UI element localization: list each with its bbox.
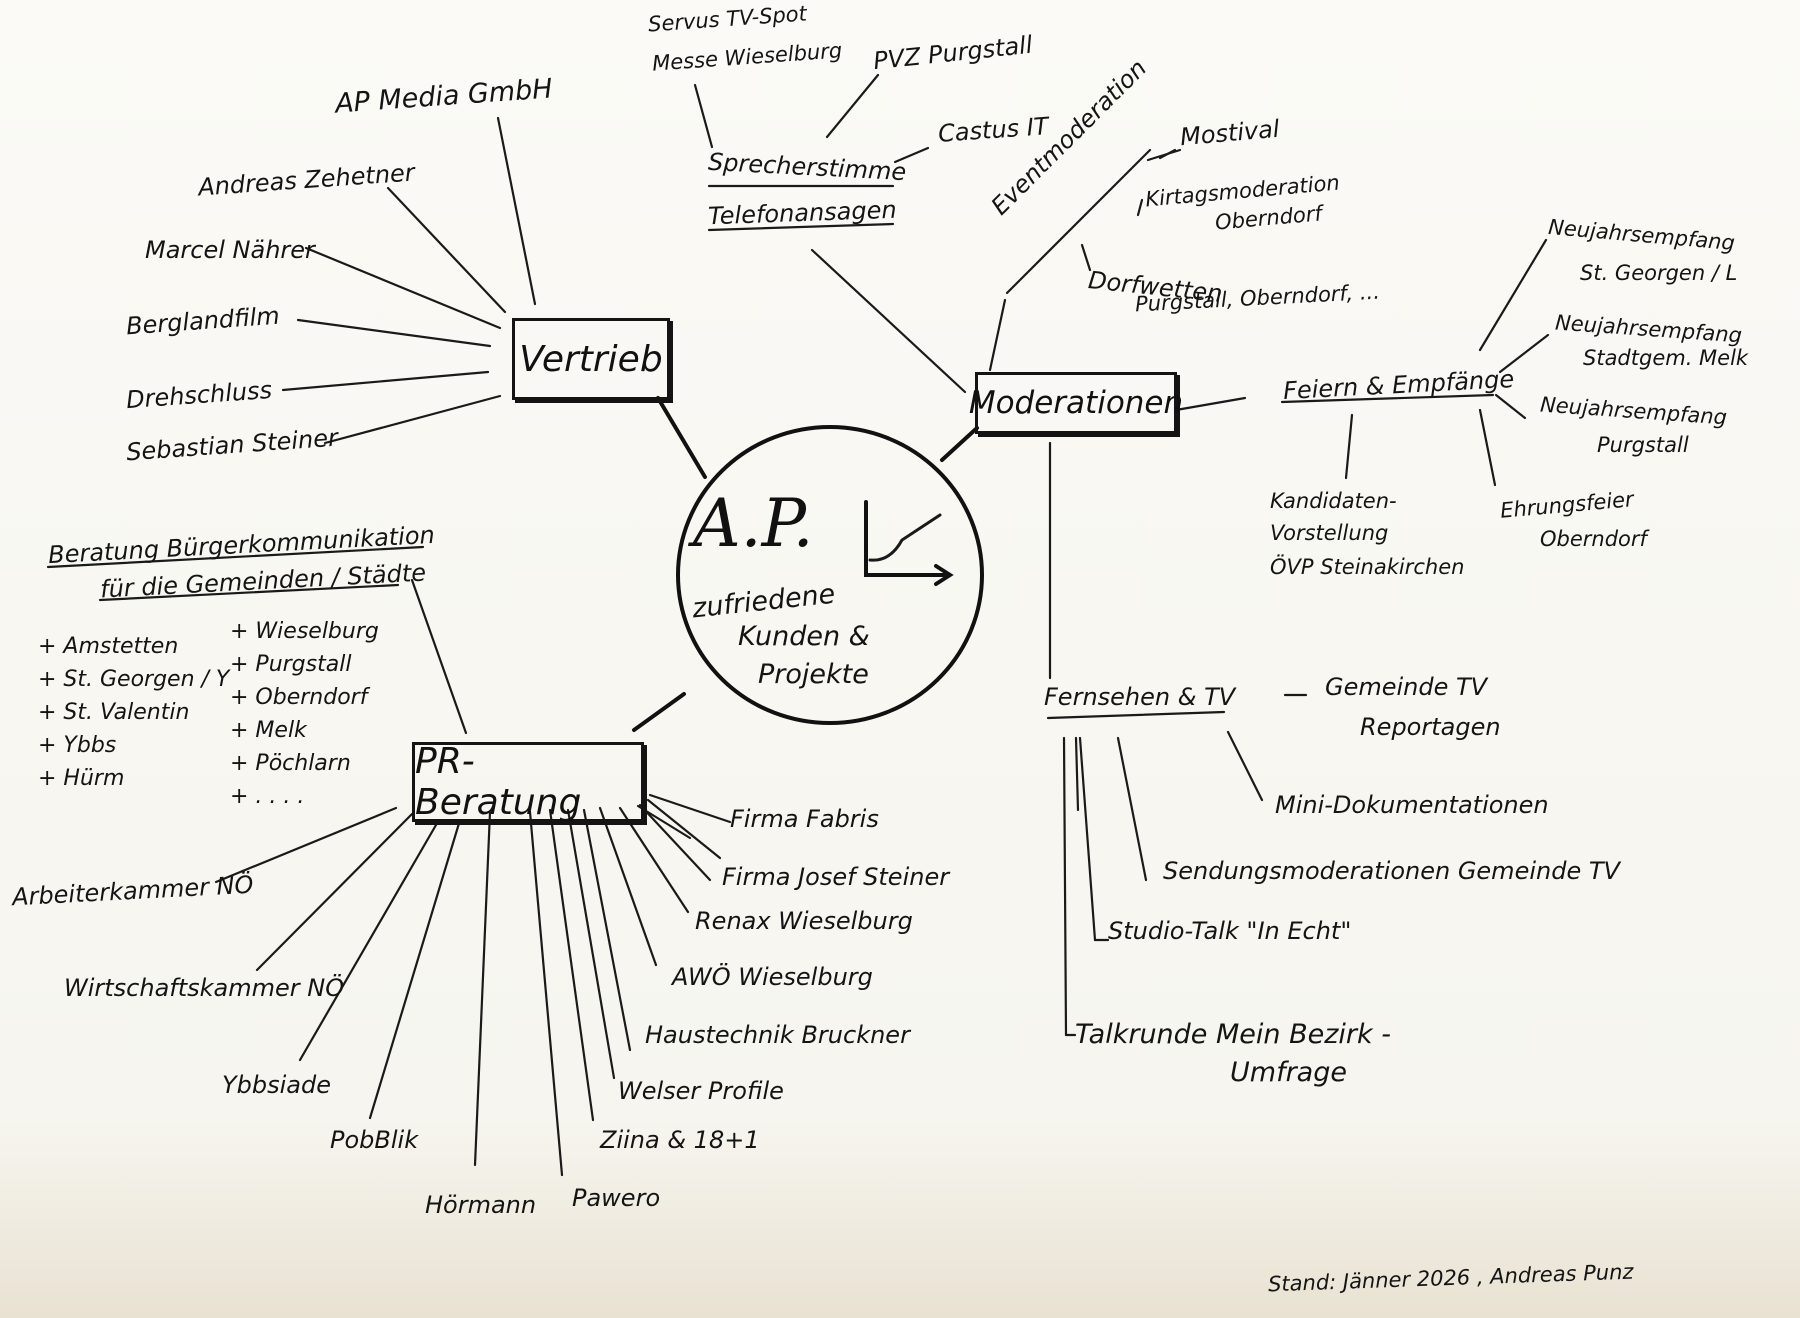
beratung-town: + Ybbs: [38, 733, 117, 758]
beratung-town: + . . . .: [230, 784, 305, 809]
beratung-town: + Pöchlarn: [230, 751, 351, 776]
center-title: A.P.: [693, 485, 814, 562]
pr-item: Wirtschaftskammer NÖ: [64, 974, 345, 1002]
fernsehen-item: Studio-Talk "In Echt": [1108, 917, 1352, 945]
fernsehen-item: Reportagen: [1360, 713, 1501, 741]
pr-item: Renax Wieselburg: [695, 907, 913, 935]
pr-item: Ybbsiade: [222, 1071, 332, 1099]
pr-item: Hörmann: [425, 1191, 537, 1219]
pr-item: Ziina & 18+1: [600, 1126, 760, 1154]
pr-item: Firma Josef Steiner: [722, 863, 950, 891]
pr-item: Pawero: [572, 1184, 661, 1212]
feiern-item: St. Georgen / L: [1580, 261, 1738, 285]
beratung-town: + Amstetten: [38, 634, 179, 659]
pr-item: PobBlik: [330, 1126, 419, 1154]
feiern-item: Vorstellung: [1270, 521, 1389, 545]
beratung-list-right: + Wieselburg + Purgstall + Oberndorf + M…: [230, 615, 379, 813]
line-hub-vertrieb: [656, 396, 707, 479]
beratung-list-left: + Amstetten + St. Georgen / Y + St. Vale…: [38, 630, 229, 795]
pr-item: Welser Profile: [618, 1077, 784, 1105]
feiern-item: ÖVP Steinakirchen: [1270, 555, 1465, 579]
fernsehen-item: Sendungsmoderationen Gemeinde TV: [1163, 857, 1620, 885]
beratung-town: + Oberndorf: [230, 685, 368, 710]
fernsehen-item: Umfrage: [1230, 1057, 1347, 1088]
beratung-town: + Wieselburg: [230, 619, 379, 644]
moderationen-node: Moderationen: [969, 372, 1183, 434]
feiern-item: Stadtgem. Melk: [1583, 346, 1749, 370]
center-line-3: Projekte: [758, 659, 869, 690]
beratung-town: + St. Georgen / Y: [38, 667, 230, 692]
beratung-town: + Melk: [230, 718, 307, 743]
feiern-item: Kandidaten-: [1270, 489, 1397, 513]
pr-item: AWÖ Wieselburg: [672, 963, 873, 991]
feiern-item: Purgstall: [1597, 433, 1689, 457]
feiern-item: Oberndorf: [1540, 527, 1647, 551]
fernsehen-heading: Fernsehen & TV: [1044, 683, 1236, 711]
center-line-2: Kunden &: [738, 621, 870, 652]
beratung-town: + St. Valentin: [38, 700, 190, 725]
vertrieb-item: Marcel Nährer: [145, 236, 315, 264]
line-hub-moderationen: [940, 426, 979, 462]
pr-item: Haustechnik Bruckner: [645, 1021, 910, 1049]
pr-beratung-node: PR-Beratung: [412, 741, 644, 823]
beratung-town: + Hürm: [38, 766, 125, 791]
beratung-town: + Purgstall: [230, 652, 352, 677]
center-circle: [676, 425, 984, 725]
growth-chart-icon: [864, 500, 954, 586]
fernsehen-item: Talkrunde Mein Bezirk -: [1075, 1019, 1391, 1050]
vertrieb-node: Vertrieb: [512, 318, 670, 400]
pr-item: Firma Fabris: [730, 805, 879, 833]
fernsehen-item: Mini-Dokumentationen: [1275, 791, 1549, 819]
fernsehen-item: Gemeinde TV: [1325, 673, 1488, 701]
line-hub-pr: [632, 692, 686, 732]
